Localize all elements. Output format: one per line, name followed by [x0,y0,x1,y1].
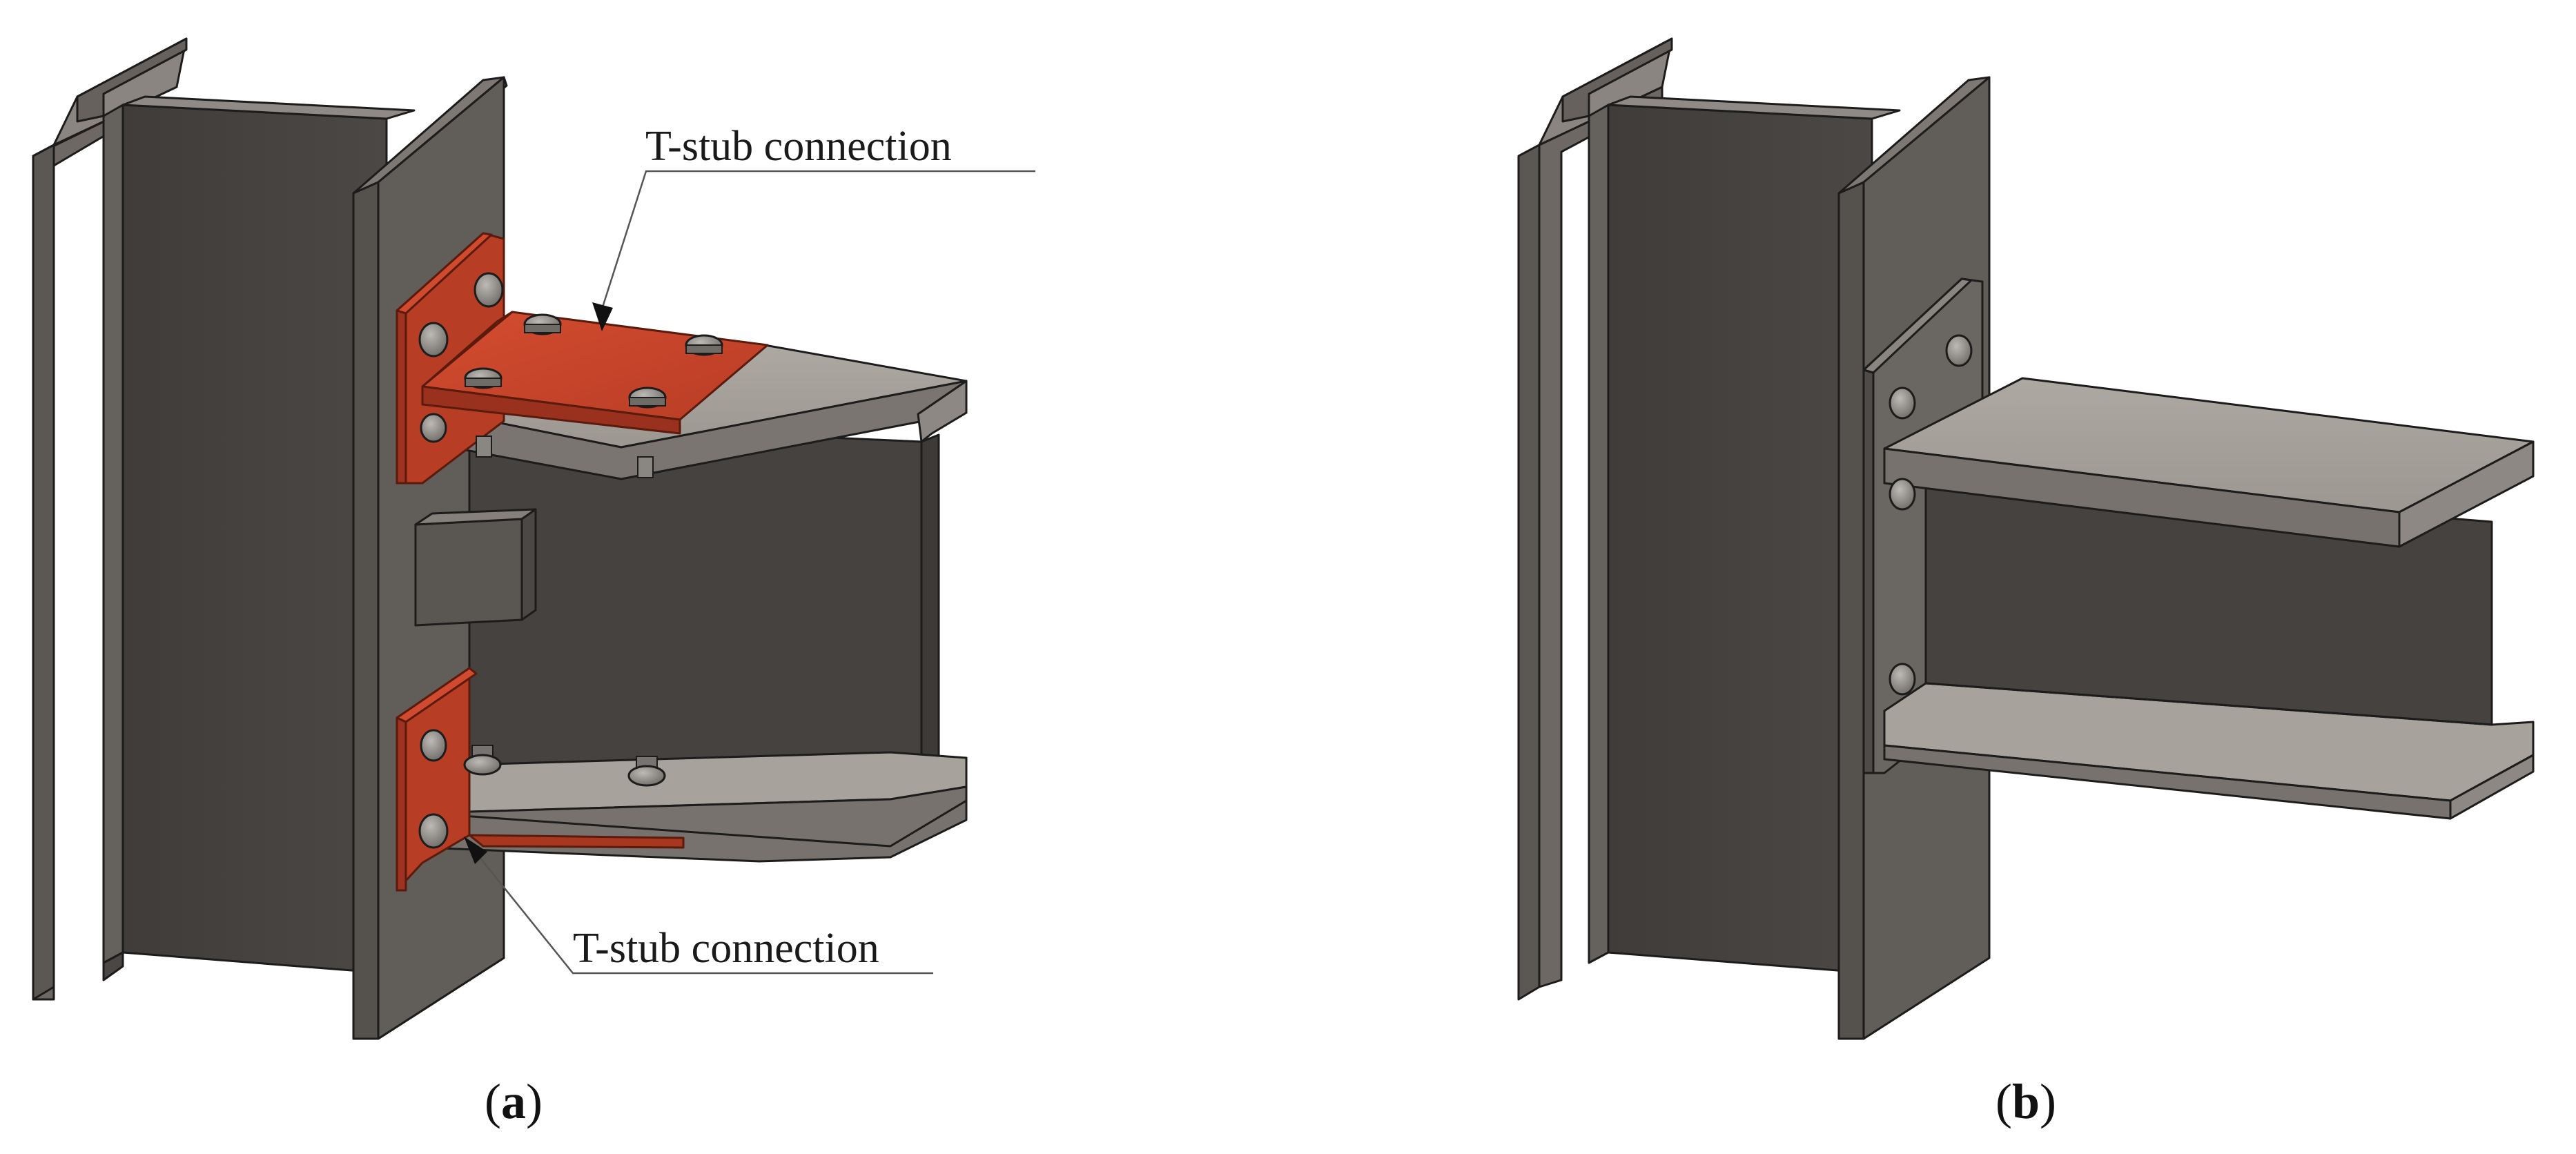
beam-b [1883,377,2535,820]
bolt-head [418,813,449,849]
bolt-head [628,387,667,409]
callout-label-bottom: T-stub connection [573,925,879,972]
bolt-nut [627,756,666,787]
bolt-head [474,272,504,308]
callout-bottom-tstub: T-stub connection [464,837,933,975]
bolt-nut [463,745,502,776]
panel-b-endplate-joint: (b) [1517,37,2535,1129]
web-cleat-a [414,508,537,627]
caption-a: (a) [485,1074,543,1129]
top-tstub-plate [396,232,769,485]
bolt-shank [476,436,654,478]
beam-a [420,344,968,863]
bolt-head [420,413,447,443]
callout-arrow-bottom [464,837,487,864]
callout-top-tstub: T-stub connection [592,123,1035,331]
bolt-head [1889,478,1916,511]
bolt-head [1889,387,1916,420]
bolt-head [418,322,449,358]
bolt-head [685,334,723,356]
bottom-tstub-plate [396,667,685,892]
caption-b: (b) [1996,1074,2056,1129]
bolt-head [464,367,502,389]
caption-letter-a: a [501,1074,526,1129]
panel-a-tstub-joint: T-stub connection T-stub connection (a) [32,37,1035,1129]
caption-letter-b: b [2012,1074,2040,1129]
bolt-head [523,313,562,335]
bolt-head [420,729,447,762]
bolts-b [1889,334,1973,696]
bolts-a [418,272,723,849]
bolt-head [1945,334,1973,367]
bolt-head [1889,663,1916,696]
callout-label-top: T-stub connection [645,123,952,170]
callout-arrow-top [592,302,613,331]
